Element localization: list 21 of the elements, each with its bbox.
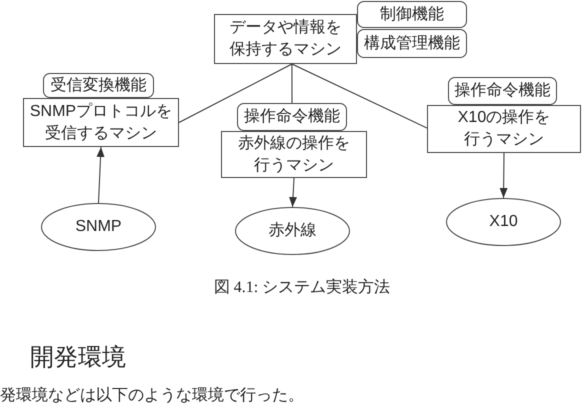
arrow (96, 146, 105, 204)
connector-line (291, 64, 428, 129)
rounded-tag: 構成管理機能 (357, 29, 467, 58)
ellipse-node: SNMP (41, 203, 156, 251)
connector-line (291, 64, 292, 104)
rounded-tag: 操作命令機能 (448, 77, 557, 105)
rounded-tag: 操作命令機能 (237, 103, 347, 131)
process-box: X10の操作を行うマシン (427, 105, 581, 153)
paragraph: 発環境などは以下のような環境で行った。 (0, 386, 304, 406)
arrow (289, 178, 297, 208)
ellipse-node: 赤外線 (235, 207, 350, 255)
ellipse-node: X10 (446, 198, 561, 246)
figure-caption: 図 4.1: システム実装方法 (214, 279, 390, 296)
section-heading: 開発環境 (30, 343, 126, 373)
rounded-tag: 受信変換機能 (43, 73, 154, 98)
process-box: SNMPプロトコルを受信するマシン (23, 98, 179, 147)
process-box: 赤外線の操作を行うマシン (221, 131, 367, 178)
process-box: データや情報を保持するマシン (214, 14, 357, 64)
arrow (500, 152, 508, 198)
rounded-tag: 制御機能 (357, 1, 467, 28)
connector-line (178, 64, 292, 123)
